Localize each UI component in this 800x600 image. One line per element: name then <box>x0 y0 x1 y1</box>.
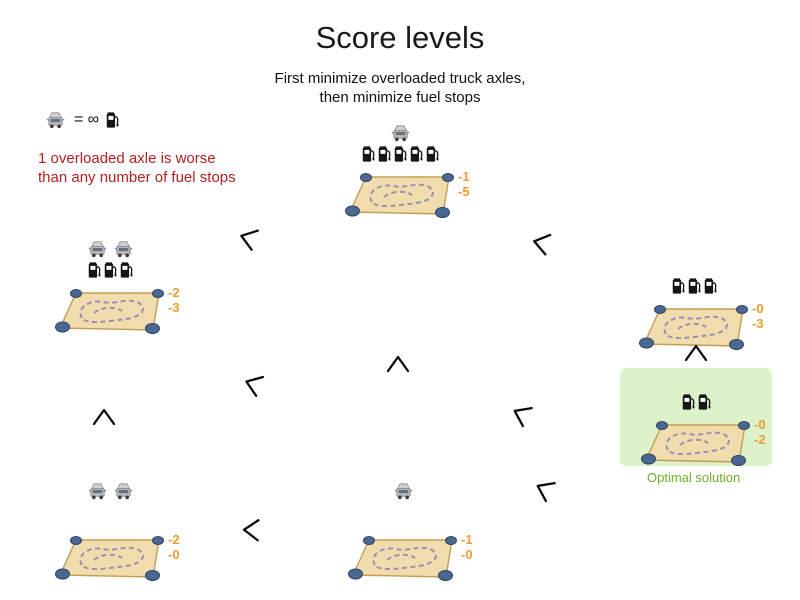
solution-node-top: -1 -5 <box>342 124 470 218</box>
equals-infinity-text: = ∞ <box>74 111 100 128</box>
overloaded-axle-icons <box>52 240 168 258</box>
route-map: -1 -5 <box>345 166 470 218</box>
fuel-pump-icon <box>88 261 101 279</box>
hard-score: -1 <box>461 532 473 547</box>
comparison-arrow <box>92 408 116 426</box>
hard-score: -0 <box>752 301 764 316</box>
soft-score: -0 <box>461 547 473 562</box>
overloaded-truck-icon <box>44 111 67 129</box>
comparison-arrow <box>536 481 556 503</box>
soft-score: -2 <box>754 432 766 447</box>
score: -0 -3 <box>752 301 764 331</box>
route-map: -1 -0 <box>348 529 473 581</box>
fuel-stop-icons <box>342 145 458 163</box>
route-map: -2 -0 <box>55 529 180 581</box>
comparison-arrow <box>684 344 708 362</box>
solution-node-left: -2 -3 <box>52 240 180 334</box>
fuel-pump-icon <box>688 277 701 295</box>
optimal-solution-label: Optimal solution <box>647 470 741 485</box>
fuel-pump-icon <box>104 261 117 279</box>
route-map-icon <box>55 282 165 334</box>
overloaded-truck-icon <box>392 482 415 500</box>
optimal-solution-highlight: -0 -2 <box>620 368 772 466</box>
fuel-pump-icon <box>394 145 407 163</box>
overloaded-axle-icons <box>345 482 461 500</box>
fuel-pump-icon <box>378 145 391 163</box>
overloaded-truck-icon <box>86 482 109 500</box>
fuel-pump-icon <box>410 145 423 163</box>
solution-node-optimal: -0 -2 <box>638 390 766 466</box>
subtitle: First minimize overloaded truck axles, t… <box>0 69 800 107</box>
route-map: -0 -3 <box>639 298 764 350</box>
subtitle-line-1: First minimize overloaded truck axles, <box>274 70 526 87</box>
legend-note-line-1: 1 overloaded axle is worse <box>38 150 216 167</box>
soft-score: -3 <box>168 300 180 315</box>
soft-score: -3 <box>752 316 764 331</box>
overloaded-truck-icon <box>86 240 109 258</box>
score: -1 -0 <box>461 532 473 562</box>
comparison-arrow <box>533 233 552 256</box>
comparison-arrow <box>513 406 533 428</box>
hard-score: -2 <box>168 532 180 547</box>
legend-note-line-2: than any number of fuel stops <box>38 169 236 186</box>
score: -1 -5 <box>458 169 470 199</box>
soft-score: -5 <box>458 184 470 199</box>
overloaded-truck-icon <box>389 124 412 142</box>
score: -0 -2 <box>754 417 766 447</box>
hard-score: -0 <box>754 417 766 432</box>
legend-note: 1 overloaded axle is worse than any numb… <box>38 149 236 187</box>
fuel-pump-icon <box>426 145 439 163</box>
comparison-arrow <box>242 519 260 542</box>
fuel-stop-icons <box>636 277 752 295</box>
solution-node-right: -0 -3 <box>636 274 764 350</box>
fuel-pump-icon <box>362 145 375 163</box>
overloaded-truck-icon <box>112 240 135 258</box>
fuel-stop-icons <box>52 261 168 279</box>
solution-node-bottom-left: -2 -0 <box>52 482 180 581</box>
soft-score: -0 <box>168 547 180 562</box>
route-map-icon <box>641 414 751 466</box>
score: -2 -3 <box>168 285 180 315</box>
hard-score: -2 <box>168 285 180 300</box>
fuel-stop-icons <box>638 393 754 411</box>
route-map-icon <box>55 529 165 581</box>
subtitle-line-2: then minimize fuel stops <box>319 89 481 106</box>
fuel-pump-icon <box>672 277 685 295</box>
fuel-pump-icon <box>698 393 711 411</box>
fuel-pump-icon <box>120 261 133 279</box>
comparison-arrow <box>240 229 259 251</box>
page-title: Score levels <box>315 20 485 55</box>
route-map-icon <box>348 529 458 581</box>
score: -2 -0 <box>168 532 180 562</box>
legend: = ∞ <box>44 111 119 129</box>
fuel-pump-icon <box>106 111 119 129</box>
comparison-arrow <box>386 355 410 373</box>
overloaded-truck-icon <box>112 482 135 500</box>
hard-score: -1 <box>458 169 470 184</box>
fuel-pump-icon <box>704 277 717 295</box>
solution-node-bottom-center: -1 -0 <box>345 482 473 581</box>
comparison-arrow <box>245 375 265 397</box>
fuel-pump-icon <box>682 393 695 411</box>
route-map-icon <box>345 166 455 218</box>
overloaded-axle-icons <box>342 124 458 142</box>
route-map: -2 -3 <box>55 282 180 334</box>
route-map: -0 -2 <box>641 414 766 466</box>
overloaded-axle-icons <box>52 482 168 500</box>
